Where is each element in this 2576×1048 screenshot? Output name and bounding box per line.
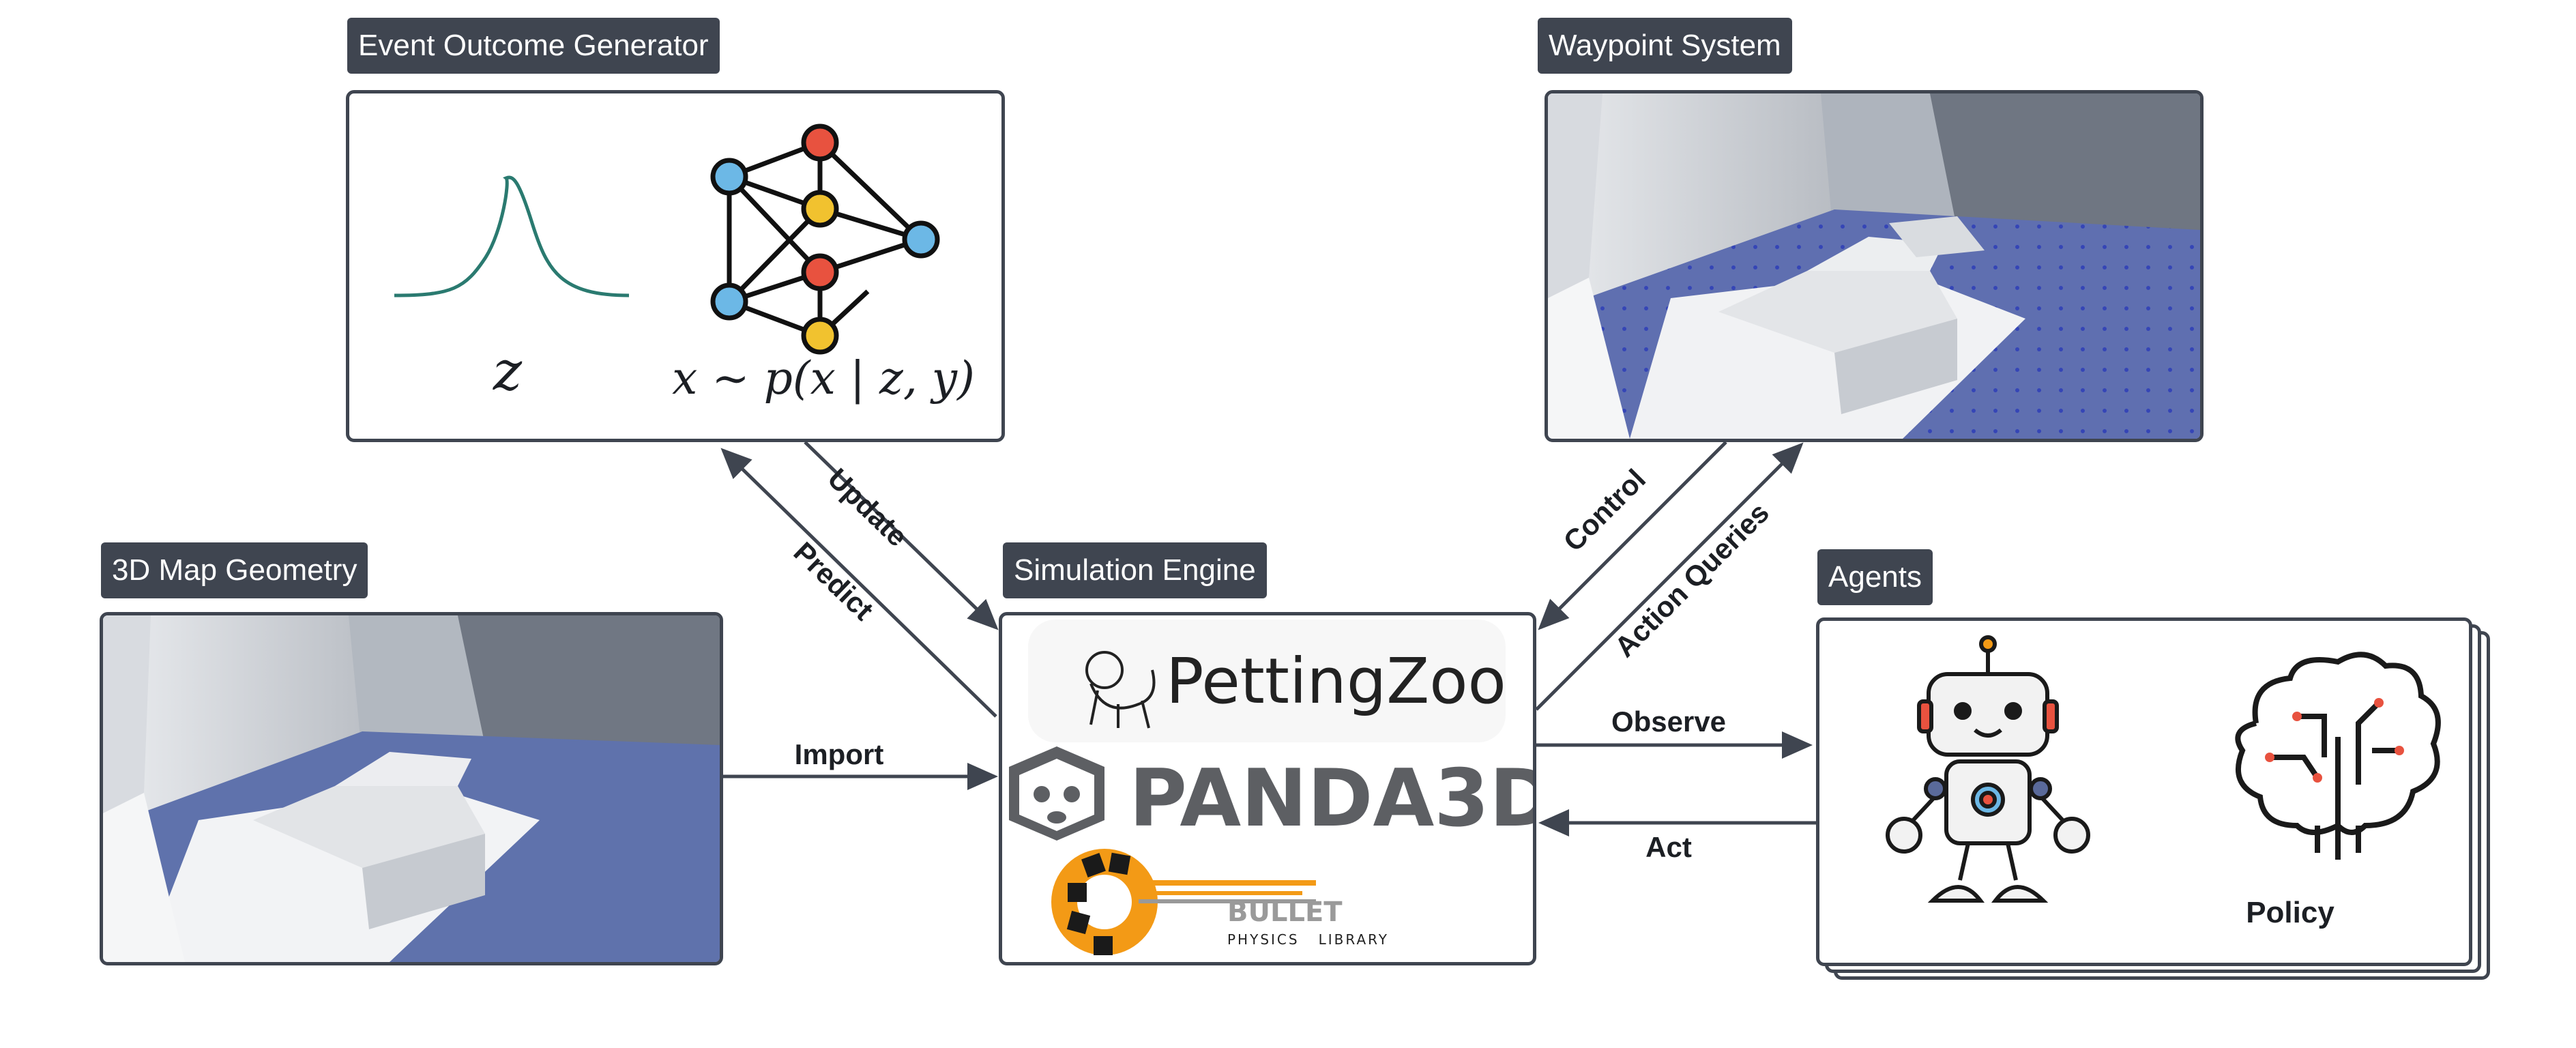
bullet-physics-logo [1051, 849, 1316, 955]
event-outcome-generator-tag: Event Outcome Generator [347, 18, 720, 74]
gaussian-curve [394, 175, 630, 297]
act-label: Act [1645, 831, 1692, 863]
graph-nodes [710, 123, 940, 355]
bullet-wordmark: BULLET [1227, 897, 1343, 928]
simulation-engine-panel: PettingZoo PANDA3D BULLET PHYSICS LIBRAR… [999, 612, 1536, 965]
engine-logos: PettingZoo PANDA3D BULLET PHYSICS LIBRAR… [1009, 620, 1533, 955]
predict-label: Predict [788, 536, 880, 626]
outcome-formula: x ∼ p(x | z, y) [672, 352, 975, 405]
brain-circuit-nodes [2265, 698, 2404, 783]
bullet-subtitle: PHYSICS LIBRARY [1227, 931, 1389, 948]
update-label: Update [822, 462, 914, 553]
import-label: Import [795, 738, 884, 770]
robot-icon [1886, 635, 2090, 903]
agents-content: Policy [1886, 635, 2441, 929]
update-arrow [804, 441, 999, 630]
panda3d-wordmark: PANDA3D [1129, 753, 1533, 845]
policy-label: Policy [2246, 896, 2334, 929]
latent-variable-label: z [493, 339, 523, 403]
event-outcome-generator-panel: z x ∼ p(x | z, y) [346, 90, 1005, 442]
map-geometry-panel [100, 612, 723, 965]
pettingzoo-logo-bg [1028, 620, 1506, 742]
control-arrow [1538, 441, 1727, 630]
map-geometry-tag: 3D Map Geometry [101, 542, 368, 598]
brain-circuit-icon [2235, 652, 2441, 860]
action-queries-label: Action Queries [1609, 497, 1775, 663]
action-queries-arrow [1535, 442, 1804, 711]
panda-icon [1009, 746, 1104, 841]
agents-panel: Policy [1816, 617, 2472, 966]
lion-icon [1085, 651, 1156, 729]
observe-label: Observe [1611, 705, 1726, 738]
waypoint-system-panel [1545, 90, 2204, 442]
control-label: Control [1557, 463, 1652, 557]
generator-content: z x ∼ p(x | z, y) [394, 123, 975, 405]
map-render [103, 615, 720, 962]
agents-tag: Agents [1817, 549, 1933, 605]
waypoint-system-tag: Waypoint System [1538, 18, 1792, 74]
simulation-engine-tag: Simulation Engine [1003, 542, 1267, 598]
pettingzoo-wordmark: PettingZoo [1166, 645, 1506, 718]
predict-arrow [720, 448, 997, 718]
waypoint-render [1548, 93, 2200, 439]
